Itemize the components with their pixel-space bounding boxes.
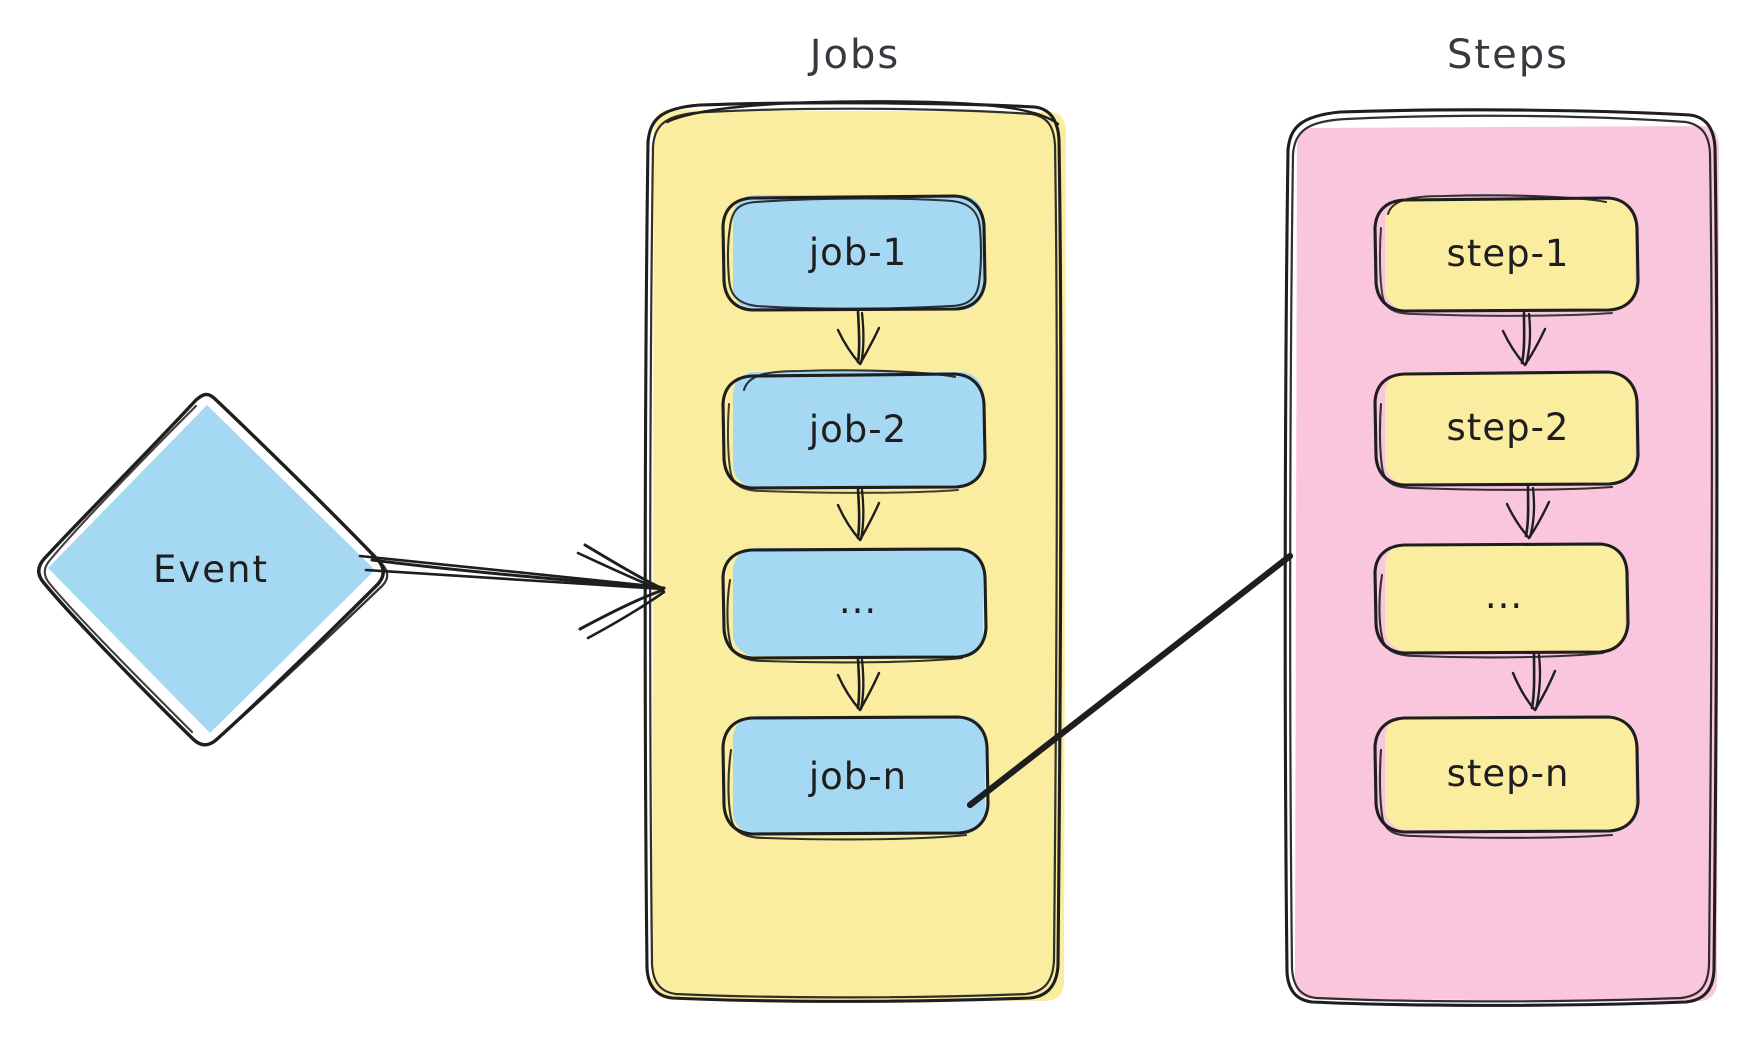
- group-steps[interactable]: Steps step-1 step-2: [1283, 32, 1719, 1007]
- node-event[interactable]: Event: [37, 392, 389, 747]
- node-job-2[interactable]: job-2: [721, 369, 987, 494]
- node-step-n-outline-b: [1378, 748, 1614, 839]
- node-step-1-label: step-1: [1447, 232, 1570, 275]
- node-step-2-outline-b: [1378, 402, 1614, 491]
- connector-event-arrowhead-c: [578, 588, 665, 631]
- node-job-ellipsis-outline-a: [721, 547, 988, 660]
- jobs-container-top-scribble: [665, 100, 1060, 126]
- node-event-fill: [48, 405, 375, 733]
- node-step-ellipsis-label: ...: [1485, 574, 1523, 617]
- node-step-ellipsis-fill: [1385, 543, 1625, 651]
- steps-container-outline-a: [1283, 108, 1719, 1007]
- arrow-stepellipsis-stepn: [1511, 652, 1557, 712]
- arrow-job1-job2: [836, 310, 881, 366]
- node-job-n-fill: [733, 716, 985, 834]
- node-job-2-outline-c: [726, 403, 959, 494]
- node-step-ellipsis-outline-b: [1378, 573, 1605, 659]
- arrow-job2-ellipsis: [836, 487, 881, 542]
- connector-jobn-to-steps: [966, 552, 1294, 809]
- node-step-ellipsis[interactable]: ...: [1373, 542, 1630, 659]
- steps-container-outline-b: [1289, 114, 1713, 1003]
- node-job-2-label: job-2: [808, 408, 907, 451]
- node-step-2[interactable]: step-2: [1373, 370, 1640, 491]
- connector-event-to-jobs: [358, 543, 666, 640]
- node-job-ellipsis-label: ...: [839, 579, 877, 622]
- node-step-n-fill: [1385, 716, 1635, 830]
- node-step-2-label: step-2: [1447, 406, 1570, 449]
- node-job-2-outline-b: [742, 369, 957, 392]
- jobs-container-outline-b: [649, 107, 1058, 999]
- node-job-n-label: job-n: [808, 755, 907, 798]
- node-job-ellipsis-fill: [733, 548, 983, 656]
- node-event-outline-c: [43, 404, 198, 734]
- connector-event-arrowhead-a: [583, 543, 665, 591]
- node-job-n[interactable]: job-n: [721, 715, 990, 841]
- node-step-2-fill: [1385, 372, 1635, 484]
- node-step-n[interactable]: step-n: [1373, 715, 1640, 839]
- node-event-outline-b: [218, 402, 389, 738]
- node-job-ellipsis-outline-b: [726, 578, 964, 664]
- arrow-ellipsis-jobn: [836, 657, 881, 712]
- node-job-1-label: job-1: [808, 231, 907, 274]
- node-step-1-fill: [1385, 198, 1635, 310]
- node-job-2-outline-a: [721, 372, 987, 490]
- node-job-1-fill: [733, 195, 983, 310]
- node-step-1-outline-a: [1373, 196, 1640, 313]
- node-job-2-fill: [733, 372, 983, 487]
- connector-event-arrowhead-b: [576, 551, 664, 592]
- node-job-n-outline-a: [721, 715, 990, 836]
- node-step-2-outline-a: [1373, 370, 1640, 487]
- node-step-n-outline-a: [1373, 715, 1640, 834]
- jobs-title: Jobs: [807, 32, 901, 78]
- node-step-n-label: step-n: [1447, 752, 1570, 795]
- group-jobs[interactable]: Jobs job-1 job-2: [643, 32, 1066, 1003]
- node-step-1-outline-b: [1386, 194, 1608, 216]
- node-job-1-outline-b: [726, 197, 983, 310]
- node-job-1[interactable]: job-1: [721, 194, 987, 312]
- node-job-ellipsis[interactable]: ...: [721, 547, 988, 664]
- arrow-step1-step2: [1501, 311, 1547, 367]
- connector-jobn-line: [966, 552, 1294, 809]
- node-step-1-outline-c: [1378, 227, 1613, 317]
- connector-event-arrowhead-d: [586, 590, 666, 640]
- node-job-1-outline-a: [721, 194, 987, 312]
- node-step-1[interactable]: step-1: [1373, 194, 1640, 317]
- arrow-step2-ellipsis: [1505, 485, 1551, 540]
- node-step-ellipsis-outline-a: [1373, 542, 1630, 655]
- node-job-n-outline-b: [727, 748, 968, 841]
- jobs-container-outline-a: [643, 101, 1063, 1003]
- steps-title: Steps: [1447, 32, 1569, 78]
- node-event-label: Event: [153, 548, 269, 591]
